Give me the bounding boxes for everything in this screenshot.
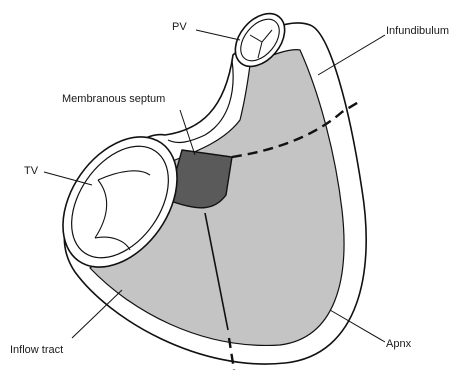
label-infundibulum: Infundibulum	[386, 25, 449, 37]
label-membranous-septum: Membranous septum	[62, 93, 165, 105]
pv-leader	[196, 30, 240, 40]
label-pv: PV	[172, 21, 187, 33]
label-apex: Apnx	[386, 338, 412, 350]
label-tv: TV	[24, 165, 39, 177]
label-inflow-tract: Inflow tract	[10, 344, 63, 356]
